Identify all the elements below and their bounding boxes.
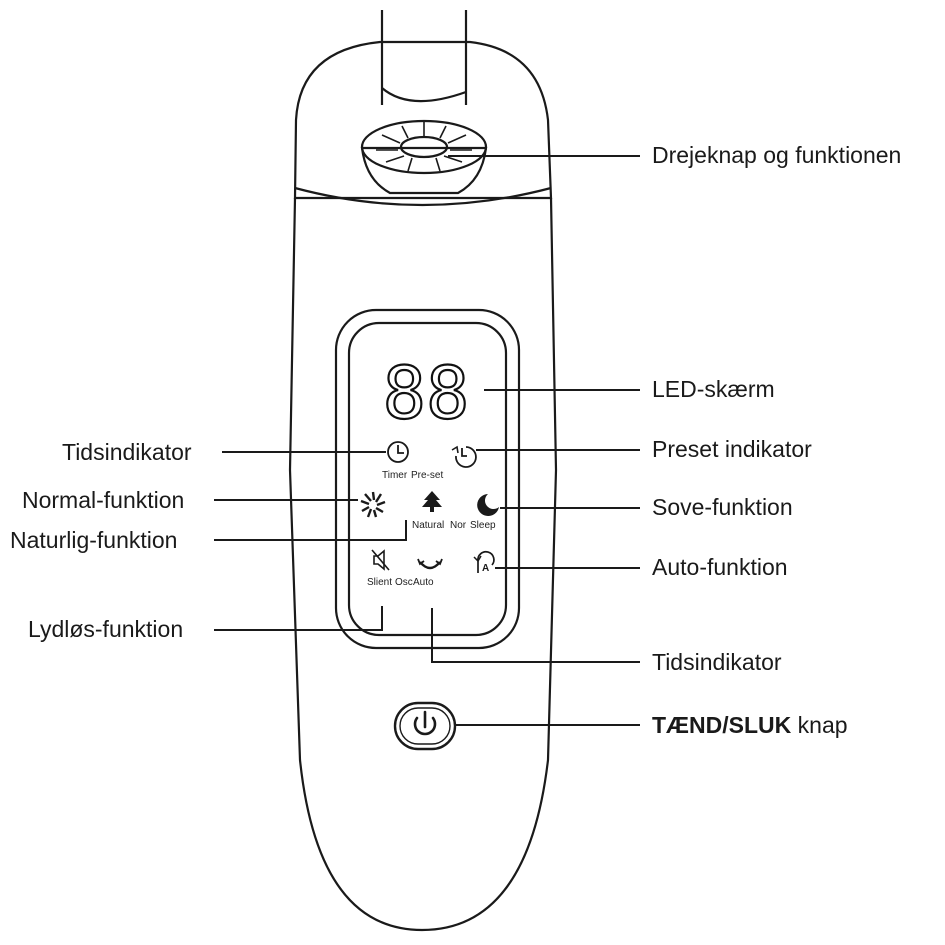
silent-label: Slient (367, 577, 392, 588)
rotary-dial[interactable] (360, 119, 488, 195)
power-icon (413, 710, 437, 736)
fan-pole (380, 10, 468, 105)
fan-body (288, 197, 558, 932)
sleep-moon-icon[interactable]: z (477, 494, 499, 516)
callout-natural-function: Naturlig-funktion (10, 527, 177, 553)
normal-fan-icon[interactable] (360, 491, 386, 518)
callout-time-indicator-bottom: Tidsindikator (652, 649, 782, 675)
callout-auto-function: Auto-funktion (652, 554, 788, 580)
led-digits: 88 (383, 351, 470, 435)
timer-icon[interactable] (387, 441, 409, 463)
silent-mute-icon[interactable] (371, 549, 390, 571)
sleep-label: Sleep (470, 520, 496, 531)
auto-icon-letter: A (482, 563, 489, 574)
callout-time-indicator-left: Tidsindikator (62, 439, 192, 465)
callout-sleep-function: Sove-funktion (652, 494, 793, 520)
natural-tree-icon[interactable] (422, 491, 442, 512)
callout-silent-function: Lydløs-funktion (28, 616, 183, 642)
head-collar (294, 186, 552, 207)
power-button[interactable] (393, 701, 457, 751)
auto-icon[interactable]: A (473, 550, 495, 574)
control-head (293, 40, 553, 200)
callout-power-bold: TÆND/SLUK (652, 712, 792, 738)
auto-label: Auto (413, 577, 434, 588)
callout-normal-function: Normal-funktion (22, 487, 184, 513)
preset-label: Pre-set (411, 470, 443, 481)
preset-icon[interactable] (451, 445, 477, 468)
leader-lines (214, 155, 640, 726)
callout-dial: Drejeknap og funktionen (652, 142, 901, 168)
osc-label: Osc (395, 577, 413, 588)
svg-text:z: z (480, 497, 484, 505)
natural-label: Natural (412, 520, 444, 531)
callout-power-rest: knap (791, 712, 847, 738)
callout-led: LED-skærm (652, 376, 775, 402)
timer-label: Timer (382, 470, 408, 481)
normal-label: Nor (450, 520, 467, 531)
oscillation-icon[interactable] (417, 558, 443, 570)
callout-power-button: TÆND/SLUK knap (652, 712, 848, 738)
display-panel (334, 308, 521, 650)
callout-preset-indicator: Preset indikator (652, 436, 812, 462)
